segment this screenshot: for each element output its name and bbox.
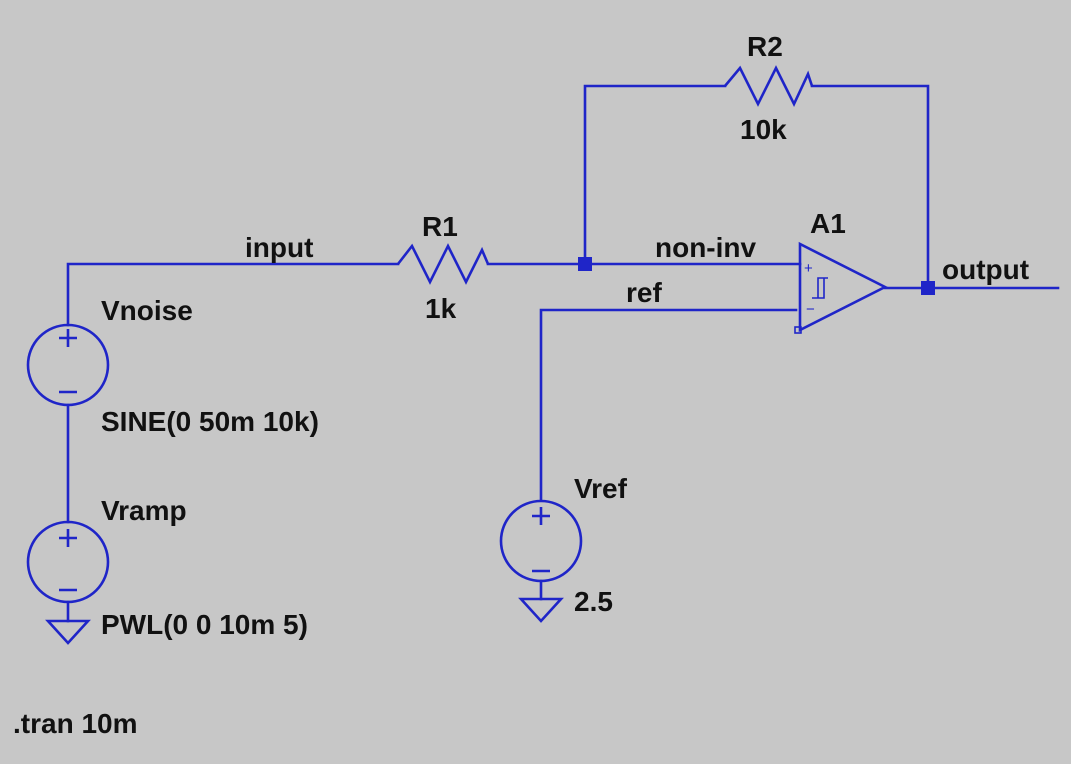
vref-value-label: 2.5 — [574, 586, 613, 617]
spice-directive[interactable]: .tran 10m — [13, 708, 138, 739]
comparator-minus-sign: − — [806, 301, 815, 318]
a1-name-label: A1 — [810, 208, 846, 239]
vramp-value-label: PWL(0 0 10m 5) — [101, 609, 308, 640]
vnoise-name-label: Vnoise — [101, 295, 193, 326]
wires — [66, 84, 1060, 524]
wire-feedback-left[interactable] — [583, 84, 727, 266]
vnoise-plus-icon — [59, 329, 77, 347]
voltage-source-vref[interactable] — [499, 499, 583, 623]
vnoise-circle-icon — [26, 323, 110, 407]
vnoise-value-label: SINE(0 50m 10k) — [101, 406, 319, 437]
junction-output[interactable] — [921, 281, 935, 295]
resistor-r1[interactable] — [396, 243, 490, 285]
r1-name-label: R1 — [422, 211, 458, 242]
r1-value-label: 1k — [425, 293, 457, 324]
vref-name-label: Vref — [574, 473, 628, 504]
hysteresis-icon — [812, 277, 828, 299]
comparator-plus-sign: + — [804, 260, 813, 277]
resistor-r2-zigzag-icon — [724, 65, 814, 107]
r2-name-label: R2 — [747, 31, 783, 62]
junction-non-inv[interactable] — [578, 257, 592, 271]
vref-plus-icon — [532, 507, 550, 525]
wire-input[interactable] — [66, 262, 400, 327]
net-label-non-inv[interactable]: non-inv — [655, 232, 757, 263]
vref-ground-icon — [518, 597, 564, 623]
voltage-source-vramp[interactable] — [26, 520, 110, 645]
comparator-triangle-icon — [798, 241, 888, 333]
comparator-pin-square — [794, 326, 802, 334]
vramp-plus-icon — [59, 529, 77, 547]
vramp-ground-icon — [45, 619, 91, 645]
net-label-input[interactable]: input — [245, 232, 313, 263]
net-label-output[interactable]: output — [942, 254, 1029, 285]
wire-ref[interactable] — [539, 308, 798, 502]
comparator-a1[interactable]: + − — [794, 241, 888, 334]
wire-feedback-right[interactable] — [810, 84, 930, 290]
resistor-r1-zigzag-icon — [396, 243, 490, 285]
voltage-source-vnoise[interactable] — [26, 323, 110, 407]
vramp-name-label: Vramp — [101, 495, 187, 526]
resistor-r2[interactable] — [724, 65, 814, 107]
r2-value-label: 10k — [740, 114, 787, 145]
net-label-ref[interactable]: ref — [626, 277, 662, 308]
